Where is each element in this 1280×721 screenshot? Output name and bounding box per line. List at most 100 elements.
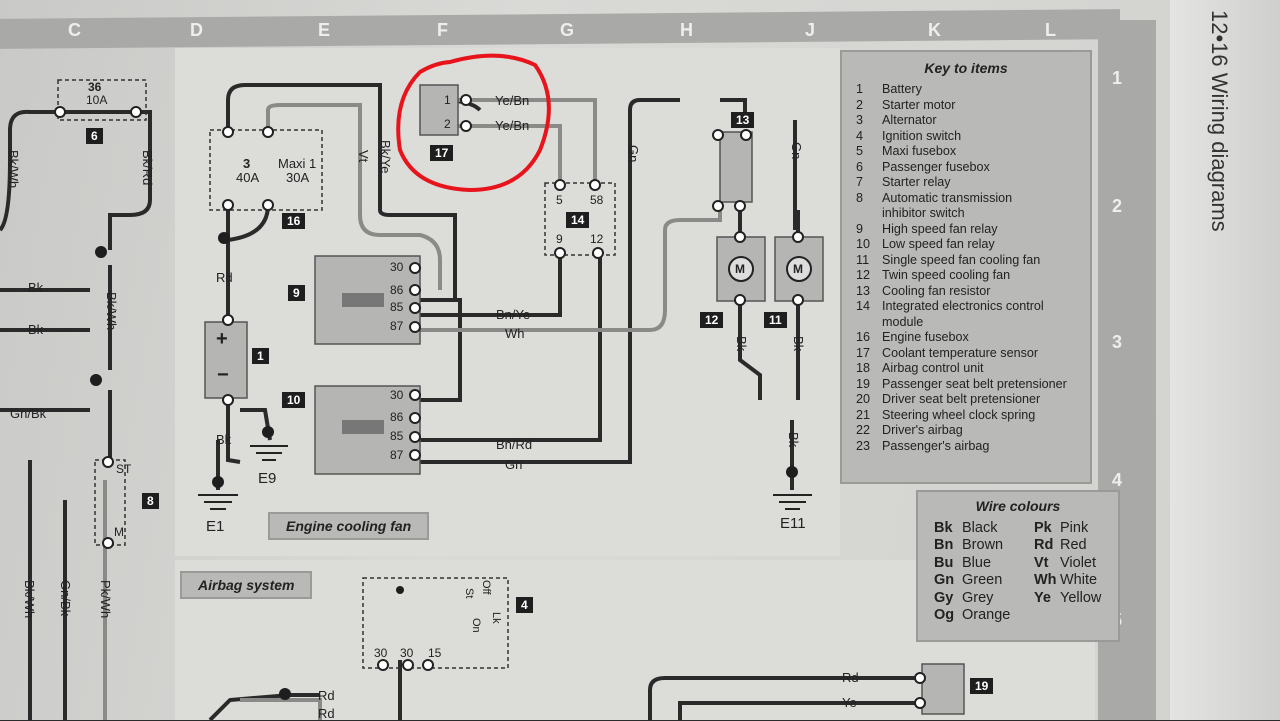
wire-label: Bn/Rd xyxy=(496,437,533,452)
grey-wires xyxy=(103,98,722,720)
wire-colour-code: Bk xyxy=(934,520,953,536)
wire-colour-name: Grey xyxy=(962,589,994,606)
fuse-3-rating: 40A xyxy=(236,170,260,185)
key-item-text: Passenger seat belt pretensioner xyxy=(882,376,1067,391)
motor-11-label: M xyxy=(793,262,803,276)
wire-label-ye-bn-2: Ye/Bn xyxy=(495,118,530,133)
wire-colour-name: Green xyxy=(962,572,1003,589)
key-item-number: 19 xyxy=(856,376,871,391)
key-item-number: 3 xyxy=(856,113,864,127)
sensor-17-pin2: 2 xyxy=(444,117,451,131)
key-item-number: 6 xyxy=(856,159,864,174)
wire-colour-code: Gy xyxy=(934,589,954,606)
switch-8-st: ST xyxy=(116,462,132,476)
wire-ye-bn-1 xyxy=(440,98,597,180)
page-margin xyxy=(1170,0,1280,720)
key-item-number: 17 xyxy=(856,345,871,360)
wire-label: Bk xyxy=(28,322,44,337)
wire-colour-code: Og xyxy=(934,607,955,624)
relay-10-pin85: 85 xyxy=(390,429,404,443)
key-item-number: 23 xyxy=(856,438,871,453)
wire-label: Bn/Ye xyxy=(496,307,531,322)
item-badge-11: 11 xyxy=(764,312,787,328)
ground-symbols xyxy=(198,445,812,510)
key-item-number: 14 xyxy=(856,299,871,313)
grid-letter: K xyxy=(928,20,941,40)
key-item: inhibitor switch xyxy=(856,206,1067,222)
motor-11-symbol xyxy=(786,256,812,282)
wire-colour-code: Bn xyxy=(934,537,954,554)
wire-colour-name: Violet xyxy=(1060,554,1097,571)
key-item-text: Maxi fusebox xyxy=(882,144,957,158)
key-item-number: 13 xyxy=(856,283,871,298)
ground-e1: E1 xyxy=(206,518,225,535)
key-item-number: 18 xyxy=(856,361,871,375)
key-item-text: Starter relay xyxy=(882,175,951,189)
wire-label: Gn xyxy=(789,142,804,160)
wire-vt xyxy=(266,103,442,290)
relay-9-pin30: 30 xyxy=(390,260,404,274)
wire-label: Rd xyxy=(318,688,335,703)
key-item: module xyxy=(856,315,1067,331)
wire-colour-name xyxy=(1060,607,1130,624)
fuse-36-number: 36 xyxy=(88,80,102,94)
grid-letter: H xyxy=(680,20,693,40)
key-item-text: Ignition switch xyxy=(882,128,962,143)
wire-label: Bk/Ye xyxy=(378,140,393,174)
relay-coils xyxy=(342,293,384,434)
wire-colour-code: Gn xyxy=(934,572,955,589)
wire-label: Pk/Wh xyxy=(98,580,113,619)
key-item-text: Automatic transmission xyxy=(882,190,1013,205)
wire-label: Bk/Rd xyxy=(140,150,155,186)
key-item-text: Twin speed cooling fan xyxy=(882,268,1011,282)
wire-bk-rd-loop xyxy=(0,109,153,250)
key-item-text: Single speed fan cooling fan xyxy=(882,252,1041,267)
battery-box xyxy=(204,321,248,399)
grid-letter: C xyxy=(68,20,81,40)
key-item: 23 Passenger's airbag xyxy=(856,439,1067,455)
item-badge-10: 10 xyxy=(282,392,306,408)
fusebox-6-outline xyxy=(57,79,147,121)
key-item-number: 22 xyxy=(856,423,871,437)
key-item-number: 5 xyxy=(856,144,864,158)
switch-4-on: On xyxy=(470,618,482,633)
key-item-number: 8 xyxy=(856,190,864,205)
relay-10-pin30: 30 xyxy=(390,388,404,402)
wire-rd-19 xyxy=(648,676,920,720)
switch-4-pin30a: 30 xyxy=(374,646,388,660)
wire-ye-19 xyxy=(678,701,920,720)
wire-label: Ye xyxy=(842,695,857,710)
item-badge-19: 19 xyxy=(970,678,994,694)
item-badge-4: 4 xyxy=(516,597,533,613)
key-item-text: Driver's airbag xyxy=(882,423,963,437)
module-14-pin58: 58 xyxy=(590,193,604,207)
wire-label: Wh xyxy=(505,326,525,341)
wire-label: Bk xyxy=(786,432,801,448)
key-item-number: 20 xyxy=(856,392,871,406)
switch-4-pin15: 15 xyxy=(428,646,442,660)
key-item-text: Passenger's airbag xyxy=(882,438,990,453)
wire-colour-name: Pink xyxy=(1060,520,1089,536)
page-title: 12•16 Wiring diagrams xyxy=(1207,10,1232,232)
switch-4-pin30b: 30 xyxy=(400,646,414,660)
wire-bk-ye-top xyxy=(226,83,457,300)
wire-colour-code xyxy=(1034,607,1060,624)
grid-letter: D xyxy=(190,20,203,40)
wire-bn-rd xyxy=(415,250,602,442)
switch-8-m: M xyxy=(114,525,124,539)
wire-label: Bk/Wh xyxy=(22,580,37,619)
wire-label: Bk xyxy=(28,280,44,295)
grid-letter: J xyxy=(805,20,816,40)
red-annotation-circle xyxy=(396,53,551,193)
wire-bk-fan12 xyxy=(738,300,762,400)
wire-label: Rd xyxy=(318,706,335,721)
